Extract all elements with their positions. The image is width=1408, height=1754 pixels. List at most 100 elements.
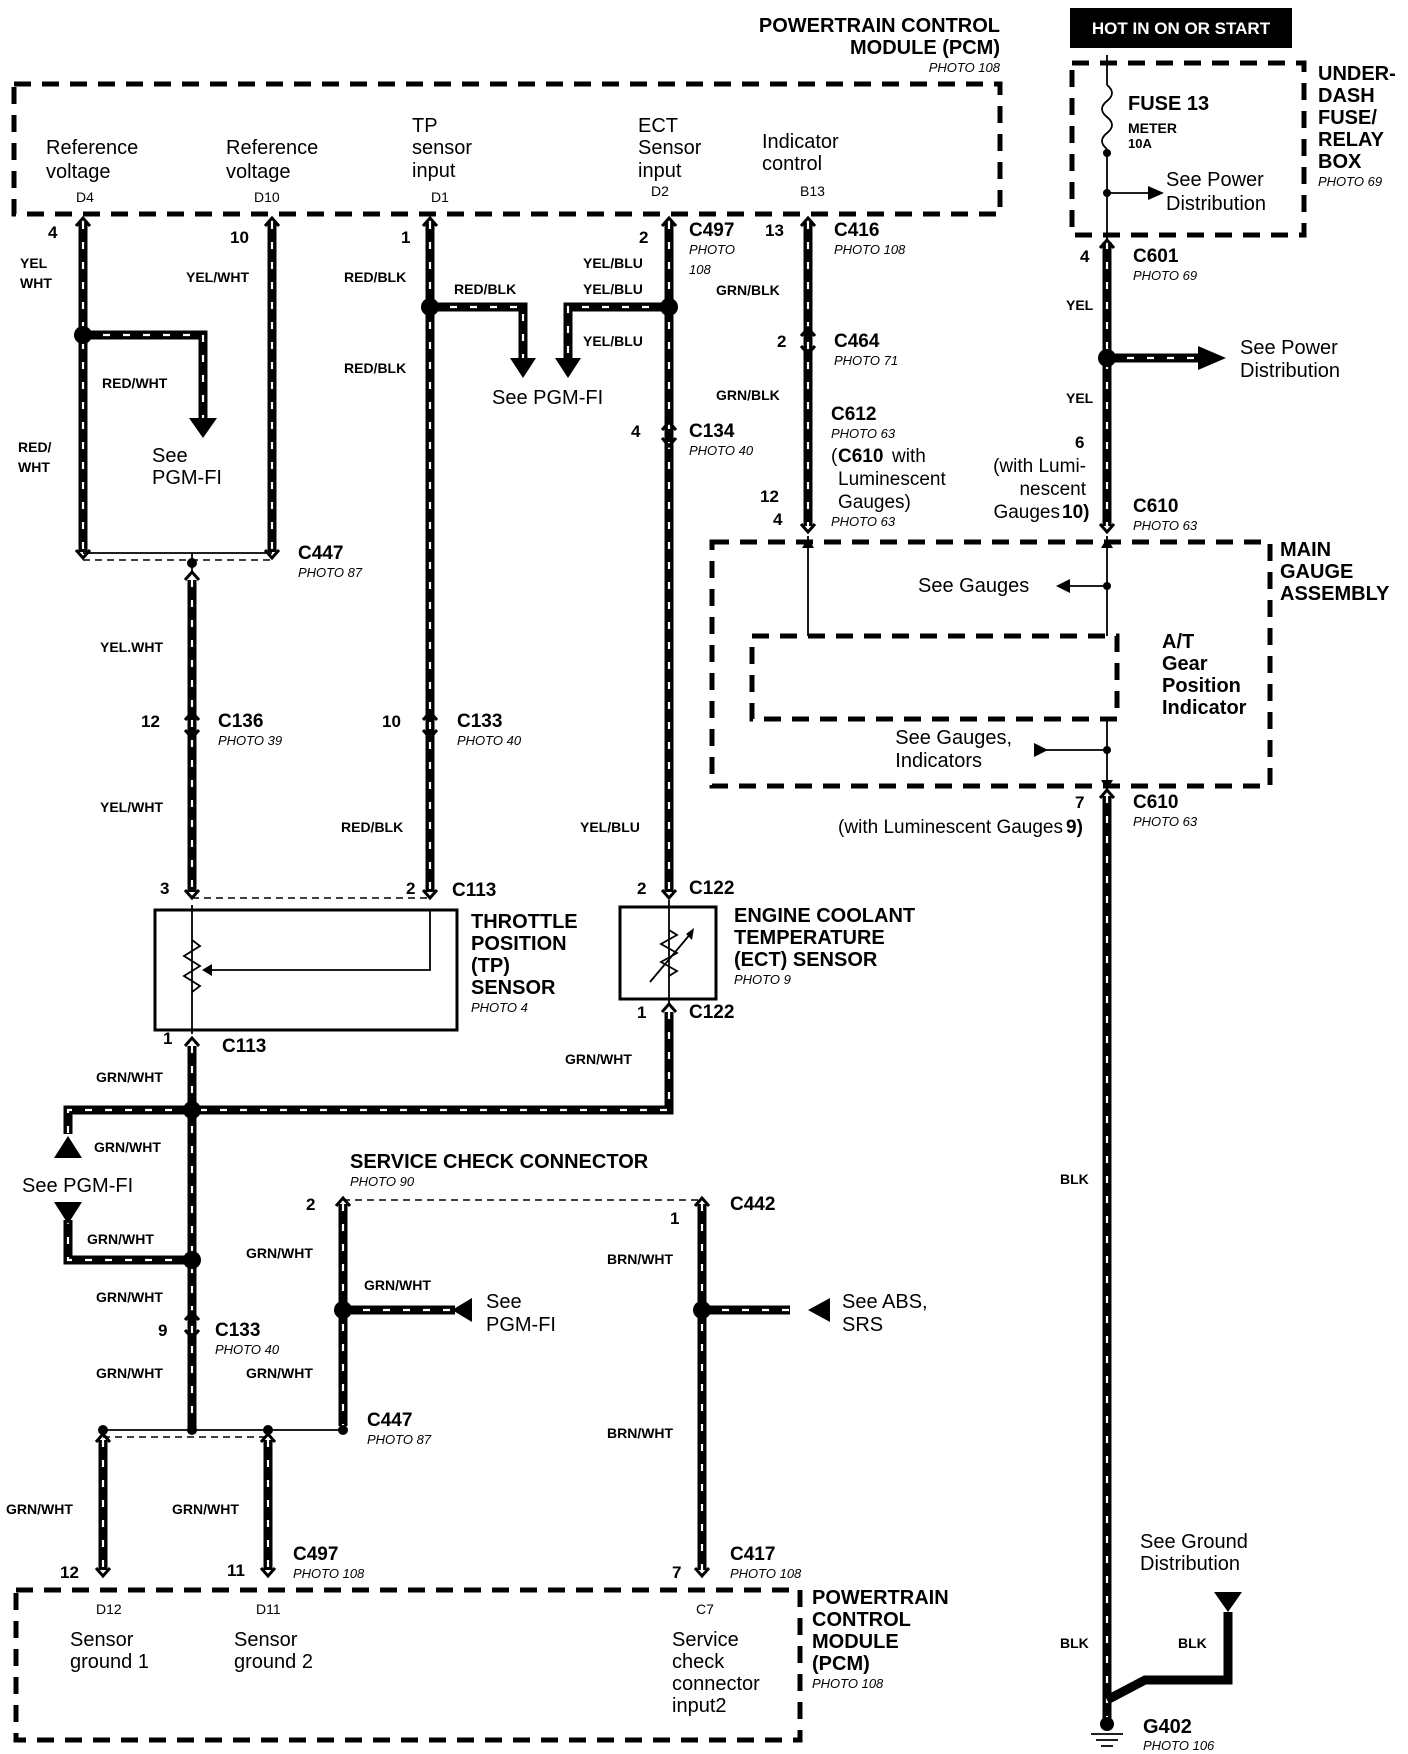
svg-text:See: See (152, 445, 188, 467)
svg-text:GRN/WHT: GRN/WHT (364, 1277, 431, 1293)
see-gauges-ind-label: Indicators (895, 750, 982, 772)
pcm-bottom-title: POWERTRAIN CONTROL MODULE (PCM) PHOTO 10… (812, 1587, 949, 1691)
svg-text:See Power: See Power (1240, 337, 1338, 359)
svg-text:YEL/BLU: YEL/BLU (583, 333, 643, 349)
ect-sensor-box (618, 905, 718, 1001)
svg-text:GRN/WHT: GRN/WHT (94, 1139, 161, 1155)
svg-text:2: 2 (637, 879, 646, 898)
svg-text:PHOTO 40: PHOTO 40 (457, 733, 522, 748)
svg-text:PHOTO 39: PHOTO 39 (218, 733, 282, 748)
pcm-pin-label: ground 1 (70, 1651, 149, 1673)
svg-text:RED/WHT: RED/WHT (102, 375, 168, 391)
svg-text:RED/BLK: RED/BLK (344, 360, 406, 376)
wire-grnwht-pgmfi-left (63, 1105, 192, 1134)
svg-text:See: See (486, 1291, 522, 1313)
pcm-pin-label: ECT (638, 115, 678, 137)
pcm-pin-id: D1 (431, 189, 449, 205)
fuse-node (1103, 149, 1111, 157)
svg-text:C610: C610 (1133, 496, 1178, 517)
ground-icon (1091, 1733, 1123, 1747)
svg-text:PHOTO 87: PHOTO 87 (298, 565, 363, 580)
svg-text:(ECT) SENSOR: (ECT) SENSOR (734, 949, 878, 971)
svg-text:C133: C133 (215, 1320, 260, 1341)
svg-text:DASH: DASH (1318, 85, 1375, 107)
svg-text:10): 10) (1062, 502, 1089, 523)
svg-text:GRN/WHT: GRN/WHT (96, 1365, 163, 1381)
svg-text:PHOTO 108: PHOTO 108 (293, 1566, 365, 1581)
svg-text:PHOTO 63: PHOTO 63 (831, 514, 896, 529)
svg-text:YEL.WHT: YEL.WHT (100, 639, 163, 655)
svg-text:C464: C464 (834, 331, 880, 352)
svg-text:C416: C416 (834, 220, 879, 241)
pcm-pin-label: Sensor (234, 1629, 298, 1651)
ground-name: G402 (1143, 1716, 1192, 1738)
svg-text:BLK: BLK (1178, 1635, 1207, 1651)
svg-text:C497: C497 (689, 220, 734, 241)
svg-text:See PGM-FI: See PGM-FI (22, 1175, 133, 1197)
svg-text:UNDER-: UNDER- (1318, 63, 1396, 85)
svg-text:See PGM-FI: See PGM-FI (492, 387, 603, 409)
svg-text:3: 3 (160, 879, 169, 898)
svg-text:YEL: YEL (20, 255, 48, 271)
svg-text:MODULE: MODULE (812, 1631, 899, 1653)
svg-text:PHOTO 108: PHOTO 108 (812, 1676, 884, 1691)
svg-text:2: 2 (639, 228, 648, 247)
svg-text:GRN/WHT: GRN/WHT (96, 1289, 163, 1305)
pcm-pin-id: B13 (800, 183, 825, 199)
svg-text:PHOTO 69: PHOTO 69 (1318, 174, 1382, 189)
fuse-symbol-icon (1101, 84, 1113, 150)
arrow-up-icon (802, 538, 814, 548)
arrow-down-icon (1214, 1592, 1242, 1612)
svg-text:C136: C136 (218, 711, 263, 732)
svg-text:7: 7 (672, 1563, 681, 1582)
ect-arrowhead-icon (686, 928, 694, 940)
svg-text:C417: C417 (730, 1544, 775, 1565)
svg-text:BRN/WHT: BRN/WHT (607, 1251, 674, 1267)
pcm-pin-label: Sensor (70, 1629, 134, 1651)
pcm-top-title-2: MODULE (PCM) (850, 37, 1000, 59)
svg-text:2: 2 (777, 332, 786, 351)
svg-text:GRN/WHT: GRN/WHT (172, 1501, 239, 1517)
svg-text:ENGINE COOLANT: ENGINE COOLANT (734, 905, 915, 927)
svg-text:Position: Position (1162, 675, 1241, 697)
svg-text:C122: C122 (689, 878, 734, 899)
arrow-right-icon (1198, 346, 1226, 370)
fuse-box-label: UNDER- DASH FUSE/ RELAY BOX PHOTO 69 (1318, 63, 1396, 189)
svg-text:9): 9) (1066, 817, 1083, 838)
pcm-pin-id: C7 (696, 1601, 714, 1617)
arrow-right-icon (1034, 743, 1048, 757)
arrow-up-icon (1101, 538, 1113, 548)
svg-text:SRS: SRS (842, 1314, 883, 1336)
svg-text:C122: C122 (689, 1002, 734, 1023)
pcm-pin-label: control (762, 153, 822, 175)
svg-text:C442: C442 (730, 1194, 775, 1215)
svg-text:BRN/WHT: BRN/WHT (607, 1425, 674, 1441)
svg-text:C133: C133 (457, 711, 502, 732)
svg-text:Distribution: Distribution (1240, 360, 1340, 382)
hot-label-box (1070, 8, 1292, 48)
svg-text:4: 4 (773, 510, 783, 529)
svg-text:1: 1 (670, 1209, 679, 1228)
svg-text:7: 7 (1075, 793, 1084, 812)
svg-text:RED/BLK: RED/BLK (341, 819, 403, 835)
svg-text:PHOTO 108: PHOTO 108 (834, 242, 906, 257)
pcm-pin-id: D12 (96, 1601, 122, 1617)
svg-text:PHOTO 63: PHOTO 63 (1133, 518, 1198, 533)
arrow-down-icon (54, 1202, 82, 1224)
connector-hooks (74, 215, 1116, 1579)
svg-text:C447: C447 (367, 1410, 412, 1431)
svg-text:11: 11 (227, 1561, 245, 1580)
svg-text:9: 9 (158, 1321, 167, 1340)
wire-redblk-branch (430, 302, 528, 360)
svg-text:PHOTO 87: PHOTO 87 (367, 1432, 432, 1447)
svg-text:PHOTO 9: PHOTO 9 (734, 972, 791, 987)
svg-text:(with Lumi-: (with Lumi- (993, 456, 1086, 477)
svg-text:C113: C113 (452, 880, 496, 901)
connector-labels: 4 10 1 2 C497 PHOTO 108 13 C416 PHOTO 10… (48, 220, 1198, 1582)
see-gauges-ind-label: See Gauges, (895, 727, 1012, 749)
pcm-pin-label: input (638, 160, 682, 182)
arrow-right-icon (1148, 186, 1164, 200)
pcm-pin-id: D2 (651, 183, 669, 199)
fuse-box-outline (1069, 60, 1307, 238)
wire-grnwht-pgmfi-left2 (63, 1220, 192, 1265)
